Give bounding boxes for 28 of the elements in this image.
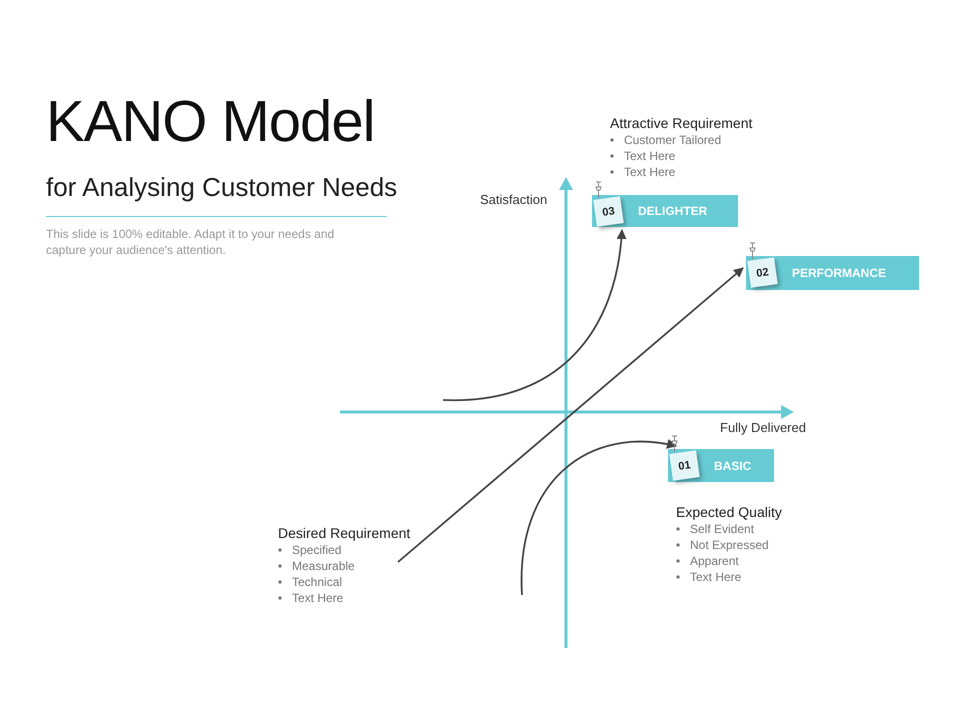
number-tag: 02 (747, 257, 778, 288)
axis-label: Satisfaction (480, 192, 548, 207)
bullet-item: Text Here (292, 590, 344, 606)
arrow (397, 267, 744, 563)
bullet-item: Not Expressed (690, 537, 769, 553)
arrow (521, 440, 677, 595)
arrow (442, 229, 626, 401)
bullet-item: Measurable (292, 558, 355, 574)
bullet-item: Apparent (690, 553, 739, 569)
tag-label: BASIC (714, 458, 752, 472)
bullet-item: Self Evident (690, 521, 754, 537)
list-heading: Desired Requirement (278, 524, 410, 542)
description-text: This slide is 100% editable. Adapt it to your needs and capture your audience's attention. (46, 226, 336, 258)
bullet-item: Text Here (690, 569, 742, 585)
axis-label: Fully Delivered (720, 420, 806, 435)
tag-label: PERFORMANCE (792, 266, 886, 280)
bullet-item: Customer Tailored (624, 132, 722, 148)
subtitle: for Analysing Customer Needs (46, 172, 398, 203)
bullet-item: Text Here (624, 148, 676, 164)
list-heading: Attractive Requirement (610, 114, 752, 132)
list-heading: Expected Quality (676, 503, 782, 521)
tag-label: DELIGHTER (638, 204, 708, 218)
bullet-item: Technical (292, 574, 342, 590)
number-tag: 01 (669, 450, 700, 481)
number-tag: 03 (593, 196, 624, 227)
title: KANO Model (46, 88, 374, 155)
bullet-item: Text Here (624, 164, 676, 180)
bullet-item: Specified (292, 542, 342, 558)
